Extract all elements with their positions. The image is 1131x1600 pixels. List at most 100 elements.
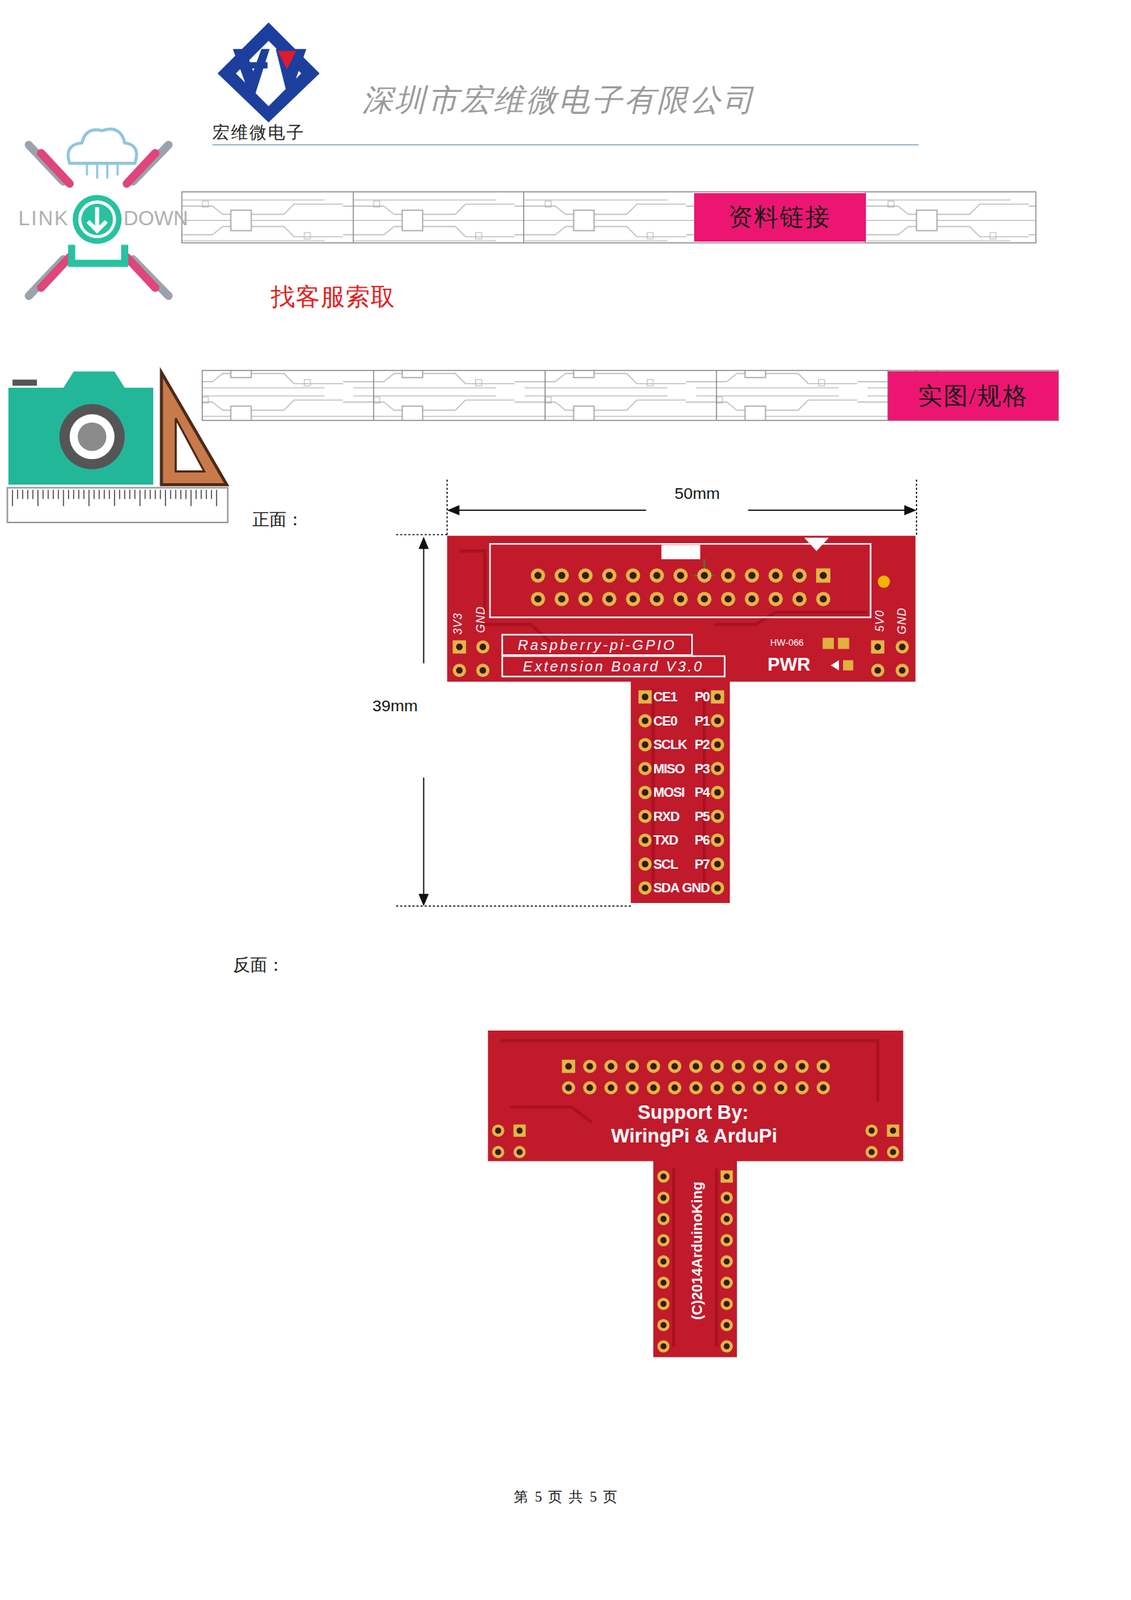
pin-label: P2	[694, 737, 710, 752]
banner-strip	[181, 191, 1036, 244]
drill-hole	[534, 572, 542, 580]
pcb-pad	[768, 591, 783, 606]
header-rule	[212, 144, 919, 146]
drill-hole	[605, 595, 613, 603]
pcb-pad	[720, 1297, 733, 1310]
ruler-tick	[119, 489, 120, 499]
drill-hole	[692, 1084, 700, 1092]
ruler-ticks	[12, 489, 216, 506]
drill-hole	[777, 1084, 784, 1092]
pcb-pad	[816, 591, 831, 606]
drill-hole	[642, 741, 649, 748]
pcb-pad	[625, 1059, 640, 1074]
ruler-tick	[42, 489, 44, 499]
pcb-pad	[647, 1059, 661, 1074]
drill-hole	[565, 1084, 572, 1092]
pcb-pad	[689, 1081, 703, 1095]
drill-hole	[605, 572, 613, 580]
ruler-tick	[175, 489, 177, 499]
drill-hole	[516, 1148, 524, 1156]
pcb-pad	[452, 639, 467, 654]
drill-hole	[723, 1258, 730, 1265]
drill-hole	[660, 1215, 668, 1223]
drill-hole	[898, 643, 906, 650]
drill-hole	[868, 1148, 876, 1156]
pcb-pad	[720, 1319, 733, 1332]
ruler-tick	[93, 489, 95, 499]
drill-hole	[642, 813, 649, 820]
drill-hole	[607, 1084, 615, 1092]
drill-hole	[653, 595, 661, 603]
front-pin-holes	[452, 567, 909, 895]
pin-header-label: GND	[896, 607, 909, 635]
pcb-pad	[795, 1081, 809, 1095]
pcb-pad	[604, 1081, 618, 1095]
pin-label: GND	[682, 880, 710, 896]
pcb-pad	[625, 591, 640, 606]
pcb-pad	[657, 1191, 670, 1204]
pcb-pad	[792, 567, 807, 583]
banner-strip	[202, 370, 1059, 421]
back-pcb	[488, 1030, 904, 1357]
icon-text: LINK	[18, 207, 70, 231]
drill-hole	[748, 572, 756, 580]
drill-hole	[677, 572, 685, 580]
drill-hole	[495, 1127, 502, 1134]
drill-hole	[714, 788, 721, 796]
ruler-tick	[159, 489, 161, 499]
drill-hole	[714, 1063, 721, 1070]
pcb-pad	[711, 833, 725, 848]
drill-hole	[586, 1063, 593, 1070]
ruler-tick	[170, 489, 172, 499]
pcb-pad	[711, 809, 725, 824]
pcb-pad	[638, 714, 653, 728]
ruler-tick	[190, 489, 191, 506]
pcb-pad	[792, 591, 807, 606]
note-text: 找客服索取	[270, 283, 396, 311]
banner-tab: 资料链接	[694, 193, 866, 243]
drill-hole	[714, 860, 721, 868]
pcb-pad	[865, 1124, 878, 1137]
pin-label: SDA	[653, 880, 680, 896]
pin-label: RXD	[653, 809, 680, 824]
drill-hole	[582, 595, 590, 603]
support-text: Support By:	[637, 1101, 750, 1124]
drill-hole	[723, 1300, 730, 1308]
pcb-pad	[513, 1124, 526, 1137]
section-heading: 反面：	[233, 955, 285, 975]
drill-hole	[558, 595, 566, 603]
pcb-pad	[530, 567, 546, 583]
pcb-pad	[711, 857, 725, 871]
pcb-pad	[711, 786, 725, 800]
ruler-tick	[114, 489, 115, 506]
pcb-pad	[887, 1145, 900, 1159]
pcb-pad	[773, 1081, 788, 1095]
pcb-pad	[638, 881, 653, 896]
drill-hole	[495, 1148, 502, 1156]
pcb-pad	[554, 591, 569, 606]
ruler-tick	[73, 489, 75, 499]
pin-label: MOSI	[653, 785, 685, 800]
drill-hole	[642, 765, 649, 772]
ruler-tick	[180, 489, 182, 499]
pcb-pad	[731, 1081, 746, 1095]
ruler-tick	[128, 489, 130, 499]
pin-label: SCL	[653, 857, 678, 872]
drill-hole	[660, 1343, 668, 1350]
pcb-pad	[816, 1081, 831, 1095]
drill-hole	[723, 1194, 730, 1201]
pin-label: SCLK	[653, 737, 688, 752]
pcb-pad	[657, 1276, 670, 1289]
drill-hole	[628, 1063, 635, 1070]
drill-hole	[607, 1063, 615, 1070]
drill-hole	[649, 1063, 657, 1070]
page-footer: 第 5 页 共 5 页	[513, 1488, 619, 1505]
dimension-label: 39mm	[372, 697, 418, 716]
company-name: 深圳市宏维微电子有限公司	[362, 83, 756, 117]
ruler-tick	[68, 489, 70, 499]
ruler-tick	[22, 489, 23, 499]
pcb-pad	[673, 591, 688, 606]
pin-label: P6	[694, 833, 710, 848]
pcb-pad	[773, 1059, 788, 1074]
ruler-tick	[154, 489, 156, 499]
